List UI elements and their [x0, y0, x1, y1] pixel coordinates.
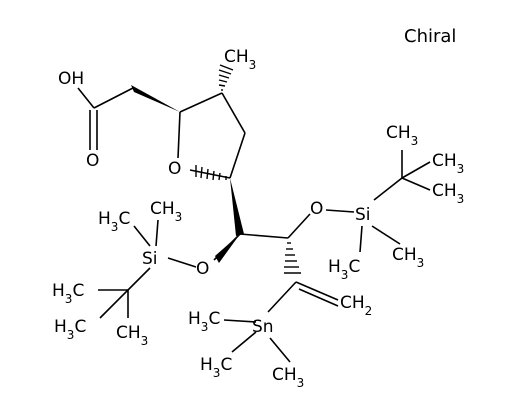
hash-bond-c8-c9	[284, 242, 301, 274]
atom-silicon-left: Si	[142, 249, 158, 269]
bond-sn-me-a	[223, 319, 257, 323]
bond-si-right-cq	[373, 177, 403, 201]
bond-ring-o-c3	[177, 111, 181, 159]
left-tbu-methyl-a: CH3	[116, 323, 148, 348]
left-tbu-methyl-c: H3C	[54, 317, 86, 342]
bond-si-right-me-b	[371, 225, 401, 245]
bond-sn-me-b	[231, 331, 257, 353]
bond-ring-c3-c4	[179, 92, 223, 113]
bond-si-left-me-b	[155, 219, 159, 247]
right-tbu-methyl-c: CH3	[432, 181, 464, 206]
bond-cq-right-me-c	[401, 177, 431, 191]
sn-methyl-b: H3C	[200, 355, 232, 380]
sn-methyl-a: H3C	[188, 309, 220, 334]
atom-tin: Sn	[252, 317, 274, 337]
bond-ring-c4-c5	[221, 92, 246, 134]
bond-c9-ch2-a	[295, 281, 339, 301]
left-tbu-methyl-b: H3C	[52, 281, 84, 306]
sn-methyl-c: CH3	[272, 365, 304, 390]
bond-cq-right-me-b	[401, 161, 431, 179]
bond-o-si-right	[325, 209, 355, 213]
wedge-bond-c3-ch2	[131, 85, 180, 112]
bond-c9-sn	[267, 281, 297, 313]
atom-carbonyl-oxygen: O	[86, 151, 99, 171]
atom-silicon-right: Si	[355, 205, 371, 225]
right-tbu-methyl-a: CH3	[386, 123, 418, 148]
bond-sn-me-c	[269, 337, 291, 363]
left-si-methyl-a: H3C	[98, 209, 130, 234]
hash-bond-c6-ring	[195, 165, 227, 181]
bond-oh-c	[77, 87, 95, 109]
hash-bond-c4-methyl	[218, 64, 234, 91]
stereo-bonds	[131, 64, 301, 274]
bond-si-left-me-a	[133, 225, 151, 247]
atom-ring-oxygen: O	[168, 159, 181, 179]
bond-c-ch2	[93, 87, 134, 109]
bond-c9-ch2-b	[298, 288, 339, 307]
bond-si-left-cq	[127, 267, 151, 291]
wedge-bond-c6-c7	[230, 178, 244, 236]
right-si-methyl-b: CH3	[392, 245, 424, 270]
bond-cq-left-me-c	[99, 289, 129, 319]
wedge-bond-c7-o	[215, 234, 240, 263]
bond-o-si-left	[167, 257, 197, 268]
bond-c7-c8	[239, 233, 289, 239]
atom-ring-methyl: CH3	[224, 47, 256, 72]
chiral-label: Chiral	[404, 26, 456, 47]
atom-silyl-oxygen-right: O	[310, 199, 323, 219]
left-si-methyl-b: CH3	[150, 199, 182, 224]
bond-si-right-me-a	[359, 225, 363, 253]
atom-methylene: CH2	[340, 293, 372, 318]
right-si-methyl-a: H3C	[328, 257, 360, 282]
atom-labels: Chiral OH O O CH3 O Si O Si Sn CH2 H3C C…	[52, 26, 464, 390]
bond-c8-o-right	[287, 213, 311, 239]
atom-hydroxyl: OH	[58, 69, 84, 89]
right-tbu-methyl-b: CH3	[432, 151, 464, 176]
atom-silyl-oxygen-left: O	[196, 259, 209, 279]
bond-ring-c5-c6	[229, 132, 246, 179]
